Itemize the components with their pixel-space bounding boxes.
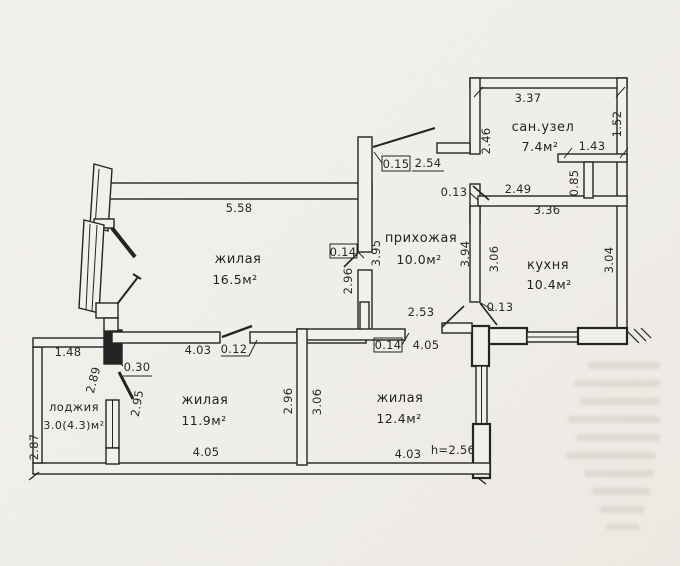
dim-loggia-left: 2.87 — [27, 434, 41, 461]
bleed-through-marks — [566, 362, 660, 530]
kitchen-door-leaf — [479, 302, 498, 326]
dim-leaders — [113, 151, 495, 377]
room-label-hallway: прихожая — [385, 231, 457, 246]
dim-entry-jamb: 0.15 — [383, 157, 410, 171]
dim-hallway-right: 3.94 — [458, 241, 472, 268]
room-area-kitchen: 10.4м² — [526, 277, 571, 292]
balcony-door-leaf-1 — [110, 226, 137, 259]
dim-kitchen-door-jamb: 0.13 — [487, 300, 514, 314]
dim-living-mid-bottom: 4.05 — [193, 445, 220, 459]
dim-bathroom-bottom-inner: 2.49 — [505, 182, 532, 196]
dim-living-right-top: 4.05 — [413, 338, 440, 352]
dim-bathroom-left: 2.46 — [479, 128, 493, 155]
dim-living-mid-right-inner: 3.06 — [310, 389, 324, 416]
dim-kitchen-right: 3.04 — [602, 247, 616, 274]
room-area-bathroom: 7.4м² — [522, 139, 559, 154]
walls — [28, 77, 652, 485]
entry-door-leaf — [372, 127, 436, 148]
room-label-living-right: жилая — [377, 391, 424, 406]
dim-loggia-partition: 2.89 — [83, 365, 103, 395]
room-label-living-mid: жилая — [182, 393, 229, 408]
dim-living-large-bottom-jamb: 0.12 — [221, 342, 248, 356]
walls-loggia — [32, 329, 135, 465]
dim-kitchen-left: 3.06 — [487, 246, 501, 273]
room-area-living-large: 16.5м² — [212, 272, 257, 287]
room-label-living-large: жилая — [215, 252, 262, 267]
dim-loggia-door-jamb: 0.30 — [124, 360, 151, 374]
living-large-door-leaf — [221, 324, 253, 339]
dim-bathroom-top: 3.37 — [515, 91, 542, 105]
room-label-kitchen: кухня — [527, 258, 569, 273]
dim-bathroom-bottom: 3.36 — [534, 203, 561, 217]
living-right-door-leaf — [441, 305, 465, 328]
dim-living-large-bottom: 4.03 — [185, 343, 212, 357]
dim-living-mid-left: 2.95 — [128, 389, 146, 418]
dim-living-right-bottom: 4.03 — [395, 447, 422, 461]
dim-bathroom-door-jamb: 0.13 — [441, 185, 468, 199]
bathroom-door-leaf — [472, 185, 490, 201]
dim-loggia-top: 1.48 — [55, 345, 82, 359]
walls-hallway — [296, 127, 473, 466]
dim-living-right-top-jamb: 0.14 — [375, 338, 402, 352]
hallway-door-leaf — [343, 252, 359, 268]
room-area-living-right: 12.4м² — [376, 411, 421, 426]
balcony-door-panel — [78, 219, 105, 314]
room-area-hallway: 10.0м² — [396, 252, 441, 267]
wall-hatch — [633, 328, 647, 342]
dim-bathroom-right: 1.52 — [610, 111, 624, 138]
dim-hallway-left: 3.95 — [369, 240, 383, 267]
labels: сан.узел 7.4м² кухня 10.4м² прихожая 10.… — [27, 91, 624, 461]
dim-hallway-door-jamb: 0.14 — [330, 245, 357, 259]
room-area-loggia: 3.0(4.3)м² — [43, 419, 104, 432]
walls-bottom — [28, 462, 491, 481]
dim-living-mid-right: 2.96 — [281, 388, 295, 415]
room-label-loggia: лоджия — [49, 400, 99, 414]
dim-bathroom-shaft-height: 0.85 — [567, 170, 581, 197]
dim-bathroom-shaft-width: 1.43 — [579, 139, 606, 153]
room-label-bathroom: сан.узел — [512, 120, 575, 135]
loggia-door-leaf — [117, 371, 135, 400]
wall-hatch — [640, 327, 652, 339]
dim-living-large-top: 5.58 — [226, 201, 253, 215]
room-area-living-mid: 11.9м² — [181, 413, 226, 428]
dim-entry-width: 2.54 — [415, 156, 442, 170]
balcony-door-leaf-2 — [117, 276, 139, 304]
dim-living-large-right: 2.96 — [341, 268, 355, 295]
dim-ceiling-height: h=2.56 — [431, 443, 475, 457]
dim-hallway-bottom: 2.53 — [408, 305, 435, 319]
wall-hatch — [626, 330, 640, 344]
